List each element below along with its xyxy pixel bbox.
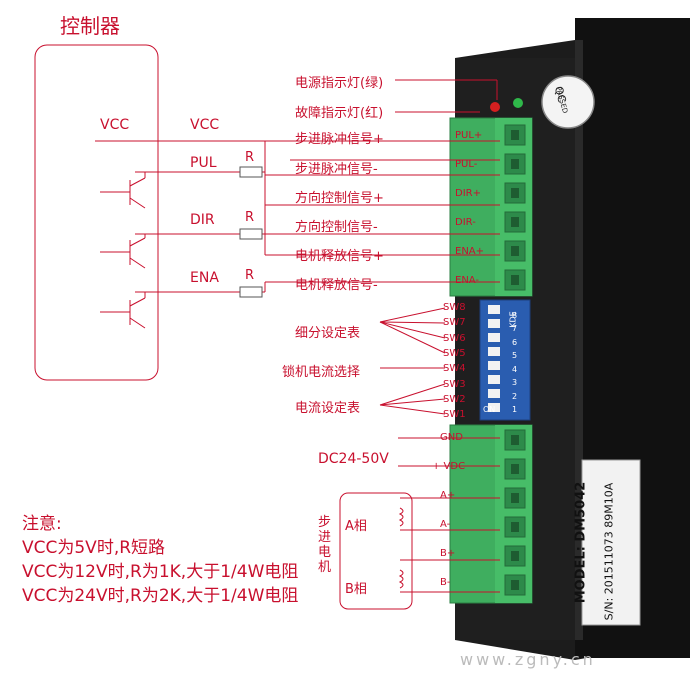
- terminal-label-top: ENA+: [455, 246, 485, 257]
- signal-label-ena-plus: 电机释放信号+: [295, 249, 384, 264]
- terminal-label-top: PUL-: [455, 159, 478, 170]
- phase-a-label: A相: [345, 519, 367, 534]
- dip-number: 6: [512, 337, 518, 347]
- switch-label: SW2: [443, 393, 466, 405]
- power-indicator-label: 电源指示灯(绿): [295, 76, 384, 91]
- dip-number: 4: [512, 364, 518, 374]
- dip-number: 2: [512, 391, 518, 401]
- signal-label-dir-plus: 方向控制信号+: [295, 191, 384, 206]
- dip-number: 1: [512, 405, 518, 414]
- vcc-label: VCC: [190, 117, 220, 133]
- phase-b-label: B相: [345, 582, 367, 597]
- notes: 注意: VCC为5V时,R短路 VCC为12V时,R为1K,大于1/4W电阻 V…: [22, 512, 298, 608]
- resistor-label-1: R: [245, 150, 255, 165]
- terminal-label-top: ENA-: [455, 275, 480, 286]
- terminal-label-bottom: B+: [440, 548, 456, 559]
- qc-sticker: [541, 75, 595, 129]
- terminal-label-top: DIR+: [455, 188, 481, 199]
- current-group-label: 电流设定表: [295, 401, 361, 416]
- terminal-label-bottom: GND: [440, 432, 463, 443]
- notes-line-1: VCC为5V时,R短路: [22, 538, 166, 558]
- terminal-screw-slot: [511, 246, 519, 256]
- switch-label: SW4: [443, 363, 466, 375]
- dip-key: [488, 333, 500, 342]
- motor-title: 步进电机: [318, 515, 332, 575]
- terminal-screw-slot: [511, 551, 519, 561]
- dip-on-label: ON: [483, 405, 496, 414]
- dip-key: [488, 347, 500, 356]
- switch-label: SW3: [443, 378, 466, 390]
- wires: [95, 79, 500, 610]
- terminal-screw-slot: [511, 159, 519, 169]
- terminal-screw-slot: [511, 217, 519, 227]
- dip-key: [488, 403, 500, 412]
- fault-indicator-label: 故障指示灯(红): [295, 106, 384, 121]
- terminal-block-top: [449, 117, 533, 297]
- dip-key: [488, 319, 500, 328]
- dip-number: 7: [512, 324, 518, 333]
- dip-switch: [479, 299, 531, 421]
- resistor-label-2: R: [245, 210, 255, 225]
- ena-label: ENA: [190, 270, 219, 286]
- terminal-screw-slot: [511, 130, 519, 140]
- controller-box: [34, 44, 159, 381]
- terminal-block-bottom: [449, 424, 533, 604]
- notes-line-3: VCC为24V时,R为2K,大于1/4W电阻: [22, 586, 299, 606]
- terminal-label-bottom: A-: [440, 519, 451, 530]
- dip-key: [488, 361, 500, 370]
- dip-key: [488, 389, 500, 398]
- resistor-label-3: R: [245, 268, 255, 283]
- notes-title: 注意:: [22, 514, 62, 534]
- dip-switch-keys: [488, 305, 500, 412]
- dip-brand-label: KDE: [508, 311, 518, 328]
- terminal-screw-slot: [511, 188, 519, 198]
- resistors: [239, 166, 263, 298]
- watermark: www.zgny.cn: [460, 650, 596, 669]
- dip-number: 3: [512, 378, 518, 387]
- terminal-label-bottom: + VDC: [432, 461, 466, 472]
- signal-label-dir-minus: 方向控制信号-: [295, 220, 378, 235]
- terminal-screw-slot: [511, 464, 519, 474]
- terminal-screw-slot: [511, 580, 519, 590]
- controller-title: 控制器: [60, 14, 120, 38]
- dir-label: DIR: [190, 212, 215, 228]
- dip-key: [488, 305, 500, 314]
- signal-label-pul-minus: 步进脉冲信号-: [295, 162, 378, 177]
- lock-current-group-label: 锁机电流选择: [282, 365, 361, 380]
- switch-label: SW6: [443, 332, 466, 344]
- dip-number: 8: [512, 310, 518, 320]
- terminal-label-top: DIR-: [455, 217, 476, 228]
- power-led: [513, 98, 523, 108]
- terminal-screw-slot: [511, 493, 519, 503]
- dip-key: [488, 375, 500, 384]
- switch-label: SW1: [443, 409, 466, 421]
- terminal-label-top: PUL+: [455, 130, 483, 141]
- switch-label: SW5: [443, 347, 466, 359]
- switch-label: SW8: [443, 302, 466, 313]
- terminal-label-bottom: A+: [440, 490, 456, 501]
- serial-label: S/N: 201511073 89M10A: [602, 482, 616, 621]
- terminal-screw-slot: [511, 275, 519, 285]
- microstep-group-label: 细分设定表: [295, 326, 361, 341]
- signal-label-pul-plus: 步进脉冲信号+: [295, 132, 384, 147]
- switch-label: SW7: [443, 317, 466, 329]
- pul-label: PUL: [190, 155, 217, 171]
- terminal-screw-slot: [511, 522, 519, 532]
- signal-label-ena-minus: 电机释放信号-: [295, 278, 378, 293]
- top-terminal-screws: [504, 124, 526, 291]
- power-voltage-label: DC24-50V: [318, 451, 389, 467]
- vcc-left-label: VCC: [100, 117, 130, 133]
- fault-led: [490, 102, 500, 112]
- model-label: MODEL: DM5042: [573, 481, 589, 604]
- status-leds: [490, 98, 523, 112]
- dip-number: 5: [512, 351, 518, 360]
- notes-line-2: VCC为12V时,R为1K,大于1/4W电阻: [22, 562, 299, 582]
- terminal-label-bottom: B-: [440, 577, 451, 588]
- terminal-screw-slot: [511, 435, 519, 445]
- bottom-terminal-screws: [504, 429, 526, 596]
